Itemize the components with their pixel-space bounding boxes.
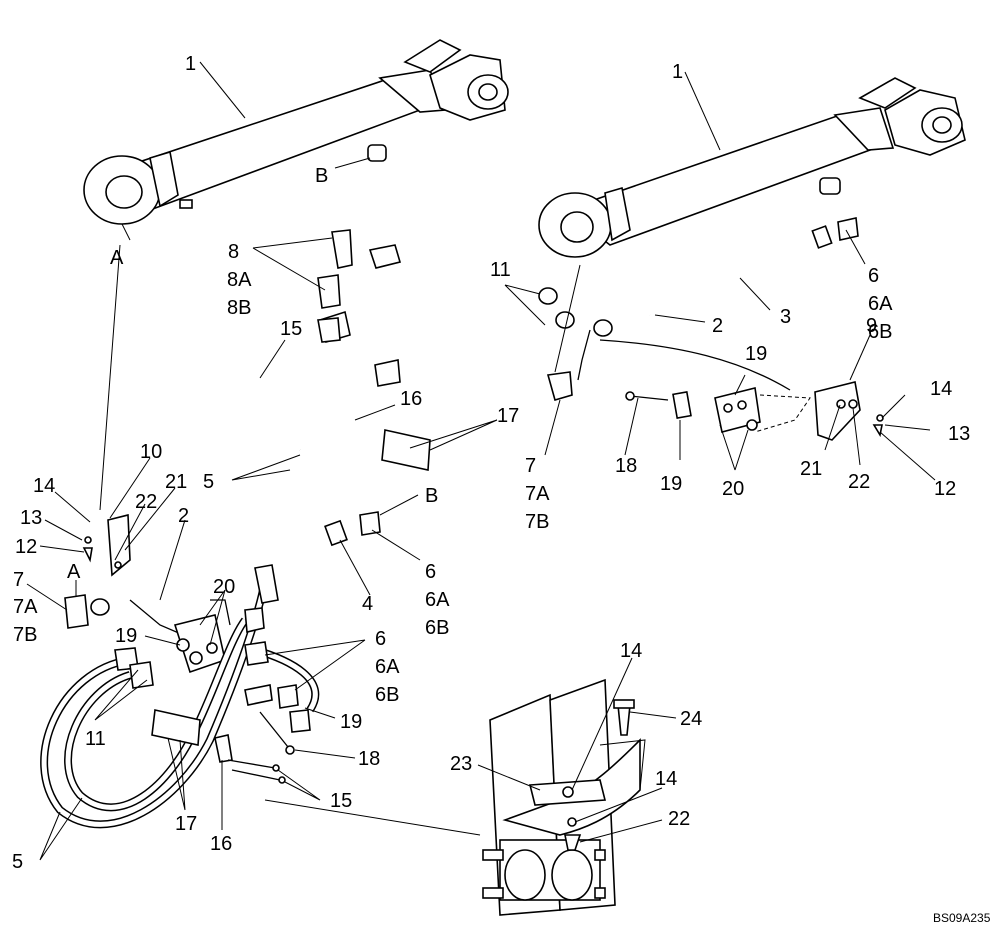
callout-10: 10: [140, 441, 162, 463]
callout-22-boom: 22: [668, 808, 690, 830]
callout-8a: 8A: [227, 269, 252, 291]
callout-24: 24: [680, 708, 702, 730]
callout-1-left: 1: [185, 53, 196, 75]
callout-11-lower: 11: [85, 728, 106, 750]
ref-a-lower: A: [67, 561, 81, 583]
callout-1-right: 1: [672, 61, 683, 83]
callout-13-upper: 13: [948, 423, 970, 445]
leader-lines: [26, 61, 936, 861]
callout-22-left: 22: [135, 491, 157, 513]
boom-mount: [482, 678, 646, 916]
callout-16-lower: 16: [210, 833, 232, 855]
callout-20-upper: 20: [722, 478, 744, 500]
callout-19-lower-right: 19: [340, 711, 362, 733]
callout-6-mid: 6: [425, 561, 436, 583]
callout-6b-lower: 6B: [375, 684, 399, 706]
left-cylinder: [83, 39, 509, 225]
callout-14-boom: 14: [655, 768, 677, 790]
callout-15-lower: 15: [330, 790, 352, 812]
callout-22-upper: 22: [848, 471, 870, 493]
callout-15-upper: 15: [280, 318, 302, 340]
ref-b-lower: B: [425, 485, 438, 507]
callout-6a-upper: 6A: [868, 293, 893, 315]
callout-14-boom-top: 14: [620, 640, 642, 662]
callout-8b: 8B: [227, 297, 251, 319]
callout-6a-lower: 6A: [375, 656, 400, 678]
lower-hoses: [40, 564, 320, 829]
callout-7a-upper: 7A: [525, 483, 550, 505]
callout-2-lower: 2: [178, 505, 189, 527]
callout-4: 4: [362, 593, 373, 615]
valve-block-right: [625, 381, 884, 441]
callout-14-upper: 14: [930, 378, 952, 400]
callout-6-lower: 6: [375, 628, 386, 650]
ref-a-upper: A: [110, 247, 124, 269]
callout-18-lower: 18: [358, 748, 380, 770]
callout-6b-upper: 6B: [868, 321, 892, 343]
callout-19-mid: 19: [660, 473, 682, 495]
drawing-id: BS09A235: [933, 911, 991, 925]
ref-b-upper: B: [315, 165, 328, 187]
callout-9: 9: [866, 315, 877, 337]
callout-12-upper: 12: [934, 478, 956, 500]
callout-11-upper: 11: [490, 259, 511, 281]
callout-21-upper: 21: [800, 458, 822, 480]
callout-7a-lower: 7A: [13, 596, 38, 618]
callout-17-upper: 17: [497, 405, 519, 427]
callout-19-lower-left: 19: [115, 625, 137, 647]
callout-16-upper: 16: [400, 388, 422, 410]
callout-14-left: 14: [33, 475, 55, 497]
callout-5-lower: 5: [12, 851, 23, 873]
callout-6a-mid: 6A: [425, 589, 450, 611]
callout-7-upper: 7: [525, 455, 536, 477]
callout-8: 8: [228, 241, 239, 263]
callout-3: 3: [780, 306, 791, 328]
callout-20-lower: 20: [213, 576, 235, 598]
callout-6b-mid: 6B: [425, 617, 449, 639]
right-cylinder: [538, 77, 966, 258]
callout-5-upper: 5: [203, 471, 214, 493]
callout-21-left: 21: [165, 471, 187, 493]
callout-6-upper: 6: [868, 265, 879, 287]
callout-7b-lower: 7B: [13, 624, 37, 646]
upper-hoses: [288, 242, 488, 487]
callout-23: 23: [450, 753, 472, 775]
callout-19-upper: 19: [745, 343, 767, 365]
callout-2-upper: 2: [712, 315, 723, 337]
callout-17-lower: 17: [175, 813, 197, 835]
callout-13-left: 13: [20, 507, 42, 529]
callout-7-lower: 7: [13, 569, 24, 591]
callout-7b-upper: 7B: [525, 511, 549, 533]
callout-18-upper: 18: [615, 455, 637, 477]
callout-labels: 1 1 A B 8 8A 8B 11 3 2 6 6A 6B 9 15 16 1…: [12, 53, 991, 925]
valve-block-left: [82, 513, 231, 674]
callout-12-left: 12: [15, 536, 37, 558]
